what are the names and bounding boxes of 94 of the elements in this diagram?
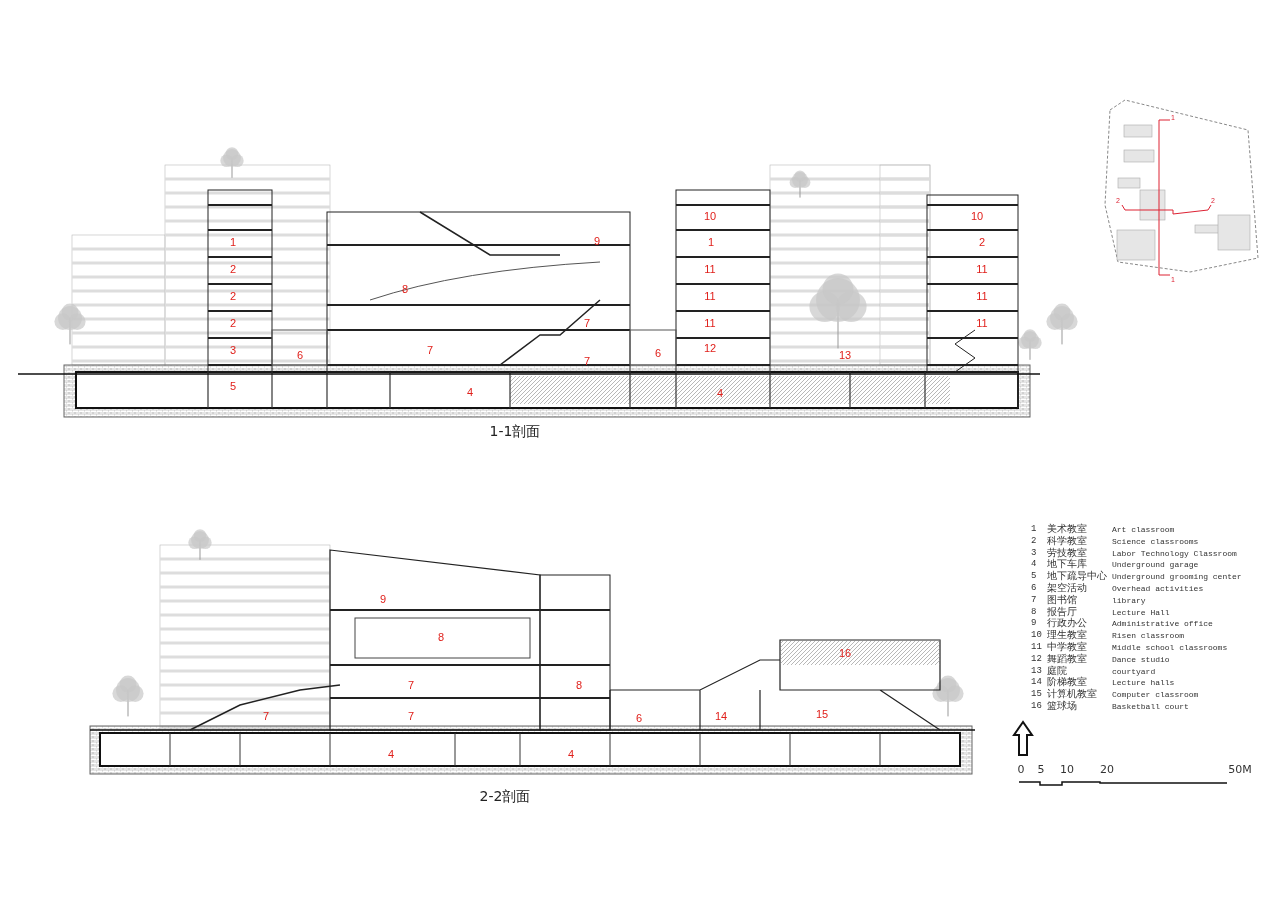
legend-number: 10 xyxy=(1031,630,1042,641)
legend-text: Lecture Hall xyxy=(1112,607,1170,617)
legend-text: Underground grooming center xyxy=(1112,571,1242,581)
legend-text: 阶梯教室 xyxy=(1047,675,1087,688)
room-number: 14 xyxy=(714,710,728,722)
room-number: 11 xyxy=(976,290,988,302)
legend-text: 报告厅 xyxy=(1047,605,1077,617)
legend-text: Middle school classrooms xyxy=(1112,642,1228,652)
legend-text: library xyxy=(1112,595,1146,605)
room-number: 3 xyxy=(229,344,237,356)
scale-label: 5 xyxy=(1037,762,1045,776)
room-number: 8 xyxy=(575,679,583,691)
legend-text: 劳技教室 xyxy=(1047,546,1087,559)
legend-number: 4 xyxy=(1031,559,1037,570)
room-number: 11 xyxy=(976,263,988,275)
legend-text: 篮球场 xyxy=(1047,699,1077,713)
room-number: 12 xyxy=(703,342,717,354)
legend-text: 地下疏导中心 xyxy=(1047,569,1107,582)
legend-text: Labor Technology Classroom xyxy=(1112,548,1237,558)
room-number: 7 xyxy=(426,344,434,356)
legend-text: 美术教室 xyxy=(1047,522,1087,535)
legend-text: 舞蹈教室 xyxy=(1047,652,1087,665)
legend-text: 中学教室 xyxy=(1047,640,1087,653)
legend-number: 13 xyxy=(1031,665,1042,676)
room-number: 8 xyxy=(437,631,445,643)
legend-number: 16 xyxy=(1031,701,1042,711)
legend-text: Overhead activities xyxy=(1112,583,1204,593)
legend-text: 科学教室 xyxy=(1047,534,1087,547)
legend-text: Administrative office xyxy=(1112,618,1213,628)
legend-text: 架空活动 xyxy=(1047,581,1087,594)
room-number: 1 xyxy=(707,236,715,248)
room-number: 11 xyxy=(704,290,716,302)
legend-text: 图书馆 xyxy=(1047,593,1077,607)
room-number: 8 xyxy=(401,283,409,295)
room-number: 7 xyxy=(583,317,591,329)
legend-number: 3 xyxy=(1031,547,1037,558)
legend-text: Lecture halls xyxy=(1112,677,1175,687)
room-number: 11 xyxy=(976,317,988,329)
room-number: 7 xyxy=(407,710,415,722)
room-number: 2 xyxy=(229,263,237,275)
room-number: 10 xyxy=(703,210,717,222)
legend-text: 理生教室 xyxy=(1047,628,1087,641)
scale-label: 20 xyxy=(1100,762,1114,776)
legend-text: Dance studio xyxy=(1112,654,1170,664)
room-number: 13 xyxy=(838,349,852,361)
legend-text: courtyard xyxy=(1112,666,1156,676)
room-number: 7 xyxy=(407,679,415,691)
room-number: 11 xyxy=(704,263,716,275)
room-number: 7 xyxy=(262,710,270,722)
room-number: 1 xyxy=(229,236,237,248)
scale-label: 0 xyxy=(1017,762,1025,776)
legend-text: Science classrooms xyxy=(1112,536,1199,546)
room-number: 10 xyxy=(970,210,984,222)
room-number: 4 xyxy=(466,386,474,398)
room-number: 4 xyxy=(567,748,575,760)
room-number: 15 xyxy=(815,708,829,720)
legend-number: 7 xyxy=(1031,594,1037,605)
legend-number: 6 xyxy=(1031,583,1037,593)
legend-text: Computer classroom xyxy=(1112,689,1199,699)
section-title: 2-2剖面 xyxy=(479,788,531,806)
legend-text: Basketball court xyxy=(1112,701,1189,711)
room-number: 9 xyxy=(379,593,387,605)
legend-text: Art classroom xyxy=(1112,524,1175,534)
legend-number: 15 xyxy=(1031,689,1042,700)
legend-text: 行政办公 xyxy=(1047,617,1087,629)
legend-number: 14 xyxy=(1031,677,1042,688)
room-number: 16 xyxy=(838,647,852,659)
legend-number: 8 xyxy=(1031,606,1037,617)
room-number: 5 xyxy=(229,380,237,392)
legend-text: 计算机教室 xyxy=(1047,687,1097,700)
room-number: 4 xyxy=(716,387,724,399)
room-number: 4 xyxy=(387,748,395,760)
legend-text: 庭院 xyxy=(1047,664,1067,677)
legend-number: 12 xyxy=(1031,653,1042,664)
scale-label: 50M xyxy=(1228,762,1252,776)
legend-number: 5 xyxy=(1031,571,1037,582)
section-title: 1-1剖面 xyxy=(489,423,541,441)
room-number: 6 xyxy=(635,712,643,724)
room-number: 6 xyxy=(296,349,304,361)
legend-number: 9 xyxy=(1031,618,1037,629)
legend-number: 1 xyxy=(1031,524,1037,534)
room-number: 7 xyxy=(583,355,591,367)
room-number: 2 xyxy=(229,317,237,329)
legend-text: Risen classroom xyxy=(1112,630,1184,640)
room-number: 9 xyxy=(593,235,601,247)
scale-label: 10 xyxy=(1060,762,1074,776)
legend-number: 2 xyxy=(1031,535,1037,546)
room-number: 6 xyxy=(654,347,662,359)
room-number: 2 xyxy=(978,236,986,248)
legend-number: 11 xyxy=(1031,642,1042,652)
room-number: 2 xyxy=(229,290,237,302)
legend-text: Underground garage xyxy=(1112,559,1199,569)
room-number: 11 xyxy=(704,317,716,329)
legend-text: 地下车库 xyxy=(1047,557,1087,570)
